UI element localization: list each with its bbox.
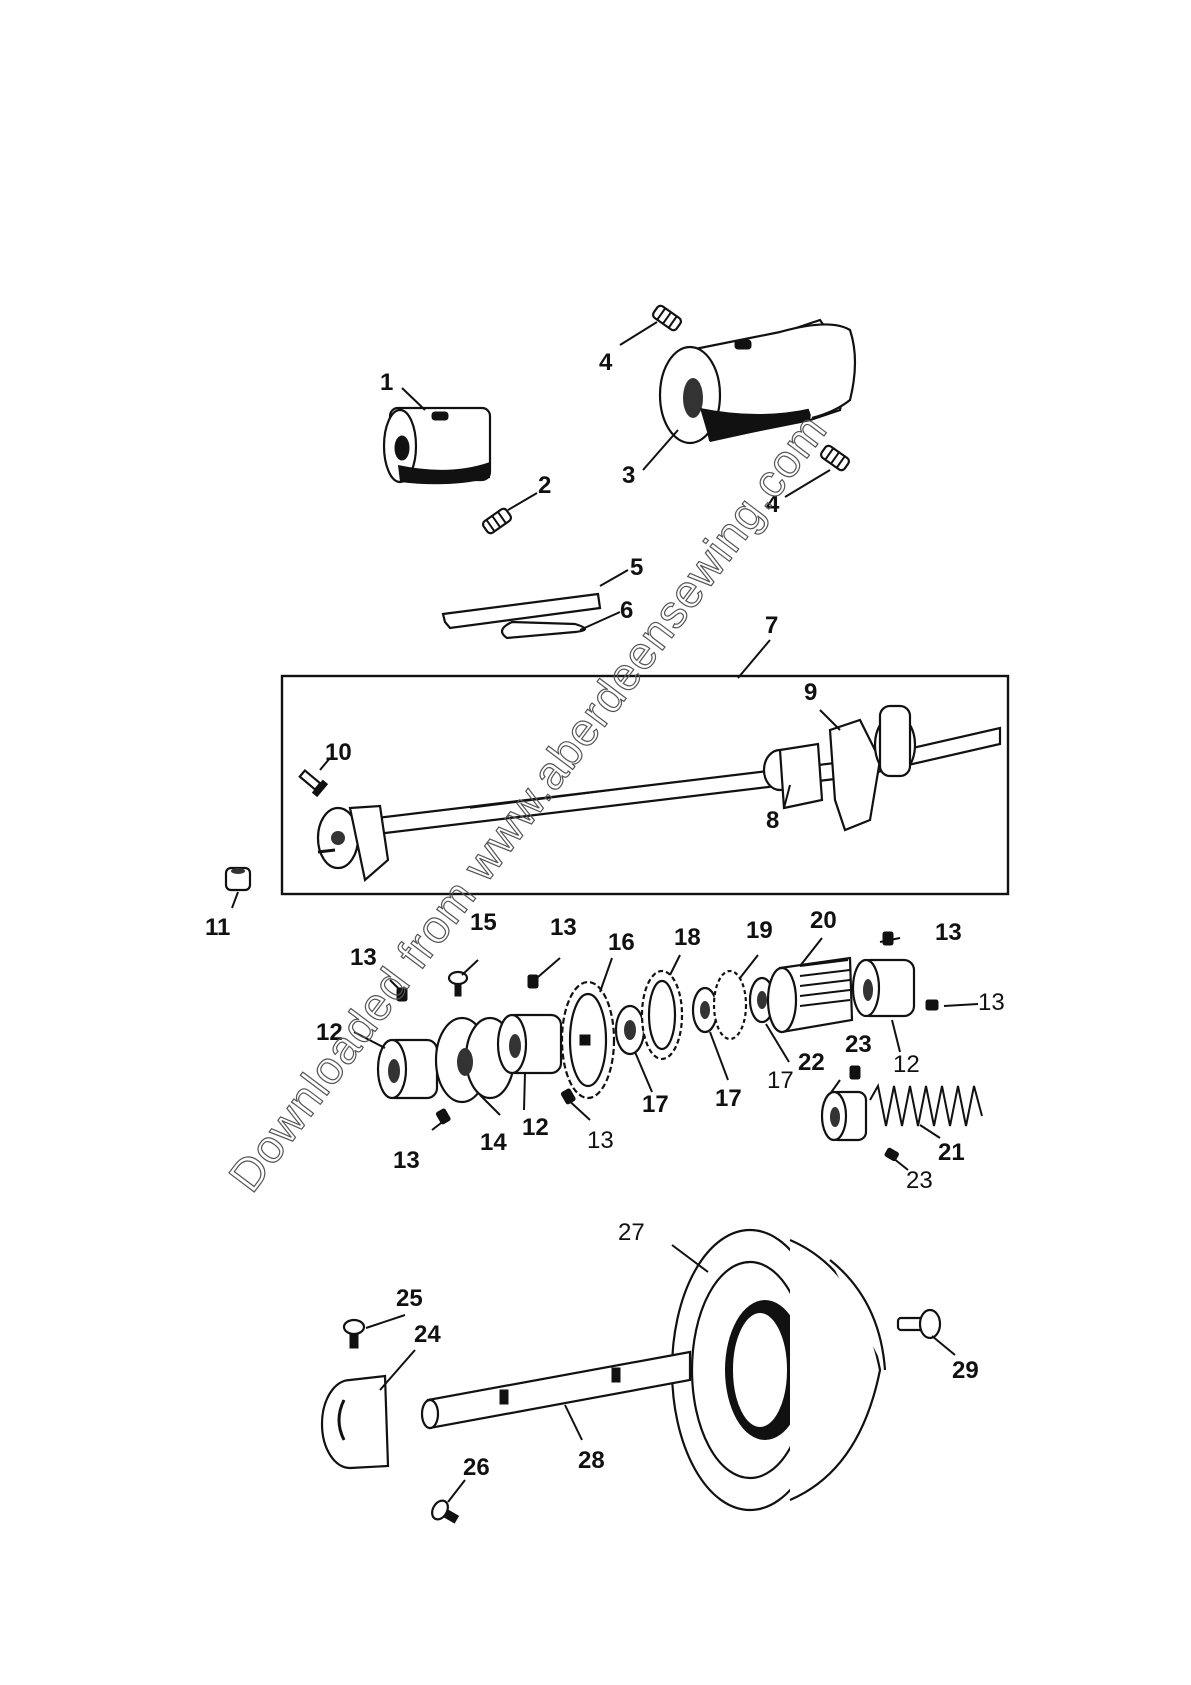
part-18-gear bbox=[642, 971, 682, 1059]
callout-9: 9 bbox=[804, 679, 817, 706]
part-29-screw bbox=[898, 1310, 940, 1338]
part-4-screw-top bbox=[652, 304, 683, 332]
callout-17-c: 17 bbox=[767, 1067, 794, 1094]
callout-27: 27 bbox=[618, 1219, 645, 1246]
part-13-setscrew-f bbox=[926, 1000, 938, 1010]
part-3-housing bbox=[660, 320, 855, 443]
watermark-text: Downloaded from www.aberdeensewing.com bbox=[218, 404, 836, 1201]
callout-24: 24 bbox=[414, 1321, 441, 1348]
callout-21: 21 bbox=[938, 1139, 965, 1166]
callout-18: 18 bbox=[674, 924, 701, 951]
callout-13-b: 13 bbox=[550, 914, 577, 941]
callout-4-top: 4 bbox=[599, 349, 613, 376]
part-17-washer-a bbox=[616, 1006, 644, 1054]
part-12-collar-middle bbox=[498, 1015, 561, 1073]
part-13-setscrew-e bbox=[883, 932, 893, 945]
callout-6: 6 bbox=[620, 597, 633, 624]
callout-14: 14 bbox=[480, 1129, 507, 1156]
part-21-spring bbox=[870, 1086, 982, 1126]
callout-28: 28 bbox=[578, 1447, 605, 1474]
part-19-gear bbox=[714, 971, 746, 1039]
callout-23-b: 23 bbox=[906, 1167, 933, 1194]
callout-16: 16 bbox=[608, 929, 635, 956]
callout-19: 19 bbox=[746, 917, 773, 944]
callout-23-a: 23 bbox=[845, 1031, 872, 1058]
callout-3: 3 bbox=[622, 462, 635, 489]
callout-17-b: 17 bbox=[715, 1085, 742, 1112]
callout-13-f: 13 bbox=[978, 989, 1005, 1016]
callout-20: 20 bbox=[810, 907, 837, 934]
part-23-setscrew-b bbox=[884, 1148, 899, 1162]
part-23-setscrew-a bbox=[850, 1066, 860, 1079]
callout-29: 29 bbox=[952, 1357, 979, 1384]
part-26-screw bbox=[429, 1498, 462, 1528]
callout-12-middle: 12 bbox=[522, 1114, 549, 1141]
part-20-splined-hub bbox=[768, 958, 852, 1032]
callout-2: 2 bbox=[538, 472, 551, 499]
callout-1: 1 bbox=[380, 369, 393, 396]
part-25-screw bbox=[344, 1320, 364, 1348]
part-13-setscrew-b bbox=[528, 975, 538, 988]
part-28-main-shaft bbox=[422, 1352, 690, 1428]
part-2-screw bbox=[482, 507, 513, 535]
callout-17-a: 17 bbox=[642, 1091, 669, 1118]
callout-25: 25 bbox=[396, 1285, 423, 1312]
callout-8: 8 bbox=[766, 807, 779, 834]
part-12-collar-left bbox=[378, 1040, 437, 1098]
callout-10: 10 bbox=[325, 739, 352, 766]
part-6-spring-clip bbox=[502, 622, 585, 638]
callout-22: 22 bbox=[798, 1049, 825, 1076]
part-1-bushing bbox=[384, 408, 490, 484]
part-24-cap bbox=[322, 1376, 388, 1468]
callout-13-d: 13 bbox=[587, 1127, 614, 1154]
callout-labels: 1 2 3 4 4 5 6 7 8 9 10 11 12 12 12 13 13… bbox=[205, 349, 1005, 1481]
callout-12-right: 12 bbox=[893, 1051, 920, 1078]
callout-13-c: 13 bbox=[393, 1147, 420, 1174]
callout-5: 5 bbox=[630, 554, 643, 581]
callout-11: 11 bbox=[205, 914, 230, 941]
part-27-handwheel bbox=[672, 1230, 885, 1510]
part-15-screw bbox=[449, 972, 467, 996]
part-12-collar-right bbox=[853, 960, 914, 1016]
part-22-collar bbox=[822, 1092, 866, 1140]
part-10-screw bbox=[297, 767, 327, 796]
callout-7: 7 bbox=[765, 612, 778, 639]
shaft-assembly-box bbox=[282, 676, 1008, 894]
callout-26: 26 bbox=[463, 1454, 490, 1481]
callout-13-e: 13 bbox=[935, 919, 962, 946]
part-16-gear bbox=[562, 982, 614, 1098]
part-11-bushing bbox=[226, 868, 250, 890]
part-13-setscrew-d bbox=[561, 1088, 576, 1104]
part-17-washer-b bbox=[693, 988, 717, 1032]
